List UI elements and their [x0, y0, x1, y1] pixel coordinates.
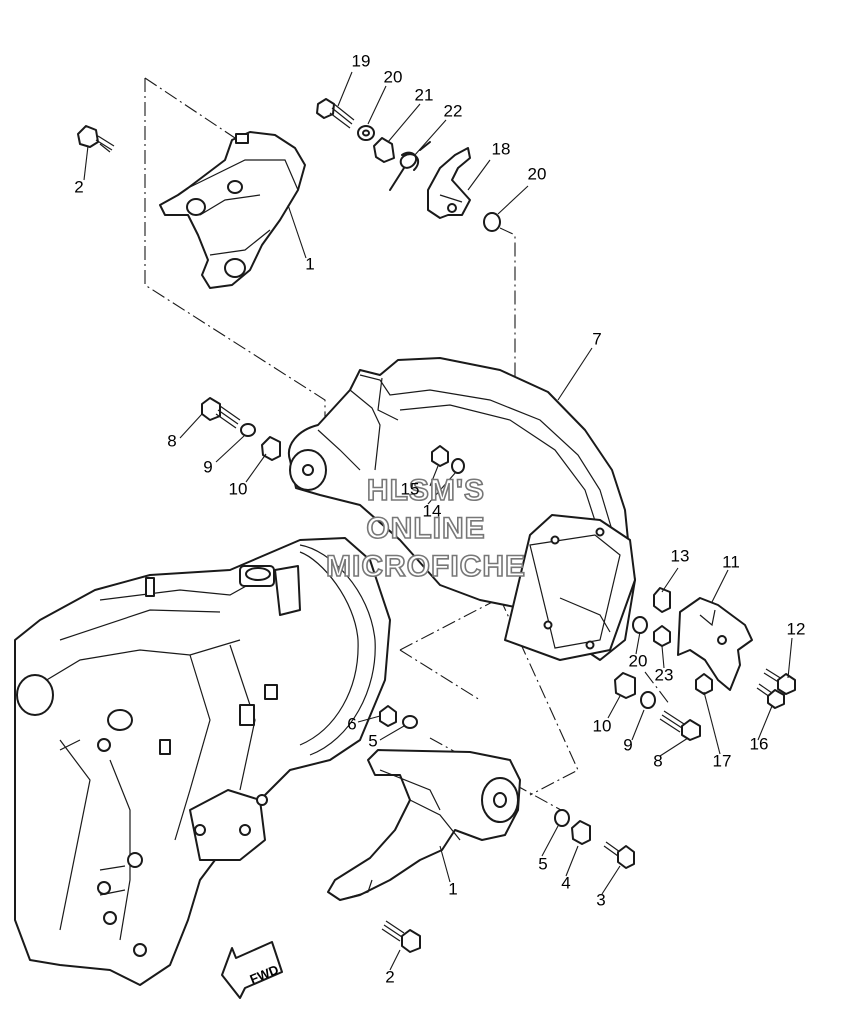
upper-bracket-bolt[interactable] [77, 125, 115, 153]
callout-10-b: 10 [593, 716, 612, 735]
lower-fastener-set[interactable] [379, 705, 635, 953]
callout-18: 18 [492, 139, 511, 158]
callout-5-a: 5 [368, 731, 377, 750]
callout-2-a: 2 [74, 177, 83, 196]
upper-mount-bracket[interactable] [159, 131, 306, 289]
lower-mount-bracket[interactable] [327, 749, 521, 901]
callout-2-b: 2 [385, 967, 394, 986]
center-nuts[interactable] [431, 445, 465, 474]
callout-15: 15 [401, 479, 420, 498]
washer-20-upper[interactable] [483, 212, 501, 232]
callout-labels: 19 20 21 22 18 20 2 1 7 8 9 10 15 14 13 … [74, 51, 805, 986]
callout-20-a: 20 [384, 67, 403, 86]
watermark-line-3: MICROFICHE [326, 550, 526, 583]
callout-19: 19 [352, 51, 371, 70]
jet-pump-housing[interactable] [287, 357, 636, 661]
callout-5-b: 5 [538, 854, 547, 873]
watermark-line-2: ONLINE [366, 512, 485, 545]
callout-1-a: 1 [305, 254, 314, 273]
callout-8-a: 8 [167, 431, 176, 450]
callout-22: 22 [444, 101, 463, 120]
callout-21: 21 [415, 85, 434, 104]
jet-pump-unit [14, 537, 391, 986]
callout-23: 23 [655, 665, 674, 684]
leader-lines [83, 71, 793, 971]
callout-1-b: 1 [448, 879, 457, 898]
watermark-line-1: HLSM'S [367, 474, 485, 507]
callout-8-b: 8 [653, 751, 662, 770]
callout-12: 12 [787, 619, 806, 638]
callout-9-b: 9 [623, 735, 632, 754]
right-fastener-set[interactable] [614, 587, 796, 741]
stopper-plate[interactable] [427, 147, 471, 219]
callout-20-b: 20 [528, 164, 547, 183]
callout-9-a: 9 [203, 457, 212, 476]
watermark: HLSM'S ONLINE MICROFICHE [325, 473, 526, 584]
callout-7: 7 [592, 329, 601, 348]
callout-14: 14 [423, 501, 442, 520]
callout-20-c: 20 [629, 651, 648, 670]
pivot-bolt-assembly[interactable] [316, 98, 431, 191]
callout-13: 13 [671, 546, 690, 565]
fwd-arrow-icon: FWD [221, 941, 283, 999]
callout-6: 6 [347, 714, 356, 733]
callout-10-a: 10 [229, 479, 248, 498]
left-fastener-set[interactable] [201, 397, 281, 461]
callout-17: 17 [713, 751, 732, 770]
callout-16: 16 [750, 734, 769, 753]
callout-3: 3 [596, 890, 605, 909]
callout-11: 11 [722, 552, 740, 571]
callout-4: 4 [561, 873, 570, 892]
